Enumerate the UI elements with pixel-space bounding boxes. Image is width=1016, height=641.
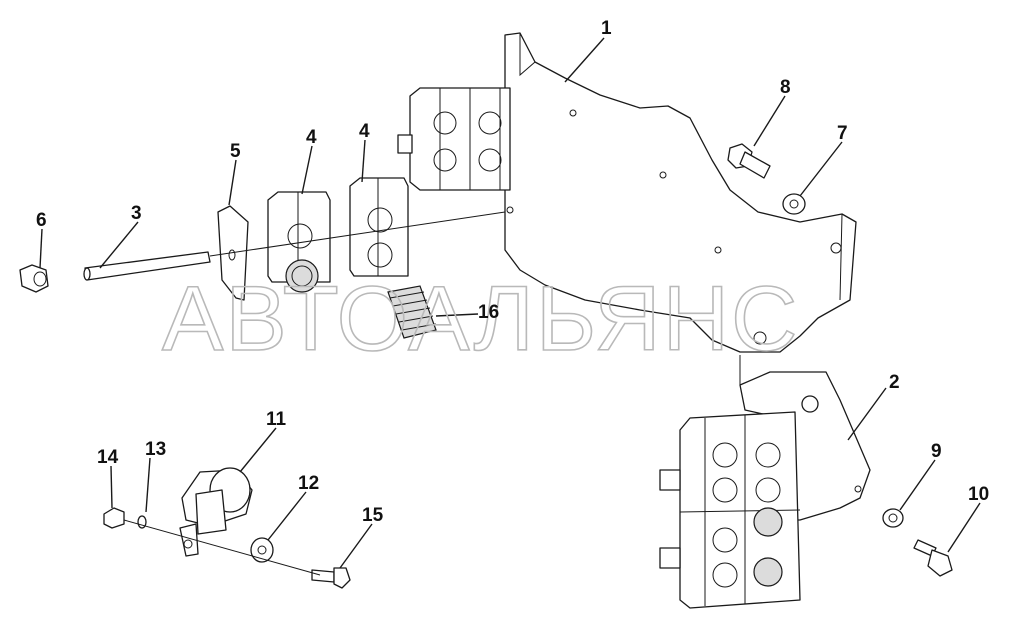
- clamp-block-upper: [397, 87, 511, 191]
- callout-13: 13: [145, 439, 166, 460]
- callout-11: 11: [266, 409, 287, 430]
- callout-12: 12: [298, 473, 319, 494]
- callout-4-right: 4: [359, 121, 370, 142]
- spring-16: [387, 285, 437, 339]
- callout-8: 8: [780, 77, 791, 98]
- callout-1: 1: [601, 18, 612, 39]
- callout-15: 15: [362, 505, 384, 526]
- callout-7: 7: [837, 123, 848, 144]
- callout-14: 14: [97, 447, 119, 468]
- bolt-10: [913, 539, 953, 577]
- bolt-15: [311, 567, 351, 589]
- callout-16: 16: [478, 302, 499, 323]
- callout-5: 5: [230, 141, 241, 162]
- callout-4-left: 4: [306, 127, 317, 148]
- callout-9: 9: [931, 441, 942, 462]
- rod-3: [83, 251, 211, 281]
- washer-9: [882, 508, 904, 528]
- washer-12: [250, 537, 274, 563]
- main-bracket: [504, 32, 857, 353]
- callout-10: 10: [968, 484, 989, 505]
- watermark-text: АВТОАЛЬЯНС: [162, 268, 800, 370]
- callout-6: 6: [36, 210, 47, 231]
- bolt-8: [727, 143, 771, 179]
- bushing-11: [179, 467, 253, 557]
- nut-6: [19, 264, 49, 293]
- nut-14: [103, 507, 125, 529]
- callout-2: 2: [889, 372, 900, 393]
- clamp-block-lower: [659, 411, 801, 609]
- washer-7: [782, 193, 806, 215]
- clamp-block-4-left: [267, 191, 331, 293]
- clamp-block-4-right: [349, 177, 409, 277]
- leader-lines: [39, 37, 981, 569]
- callout-3: 3: [131, 203, 142, 224]
- callout-labels: 1 2 3 4 4 5 6 7 8 9 10 11 12 13 14 15 16: [36, 18, 989, 526]
